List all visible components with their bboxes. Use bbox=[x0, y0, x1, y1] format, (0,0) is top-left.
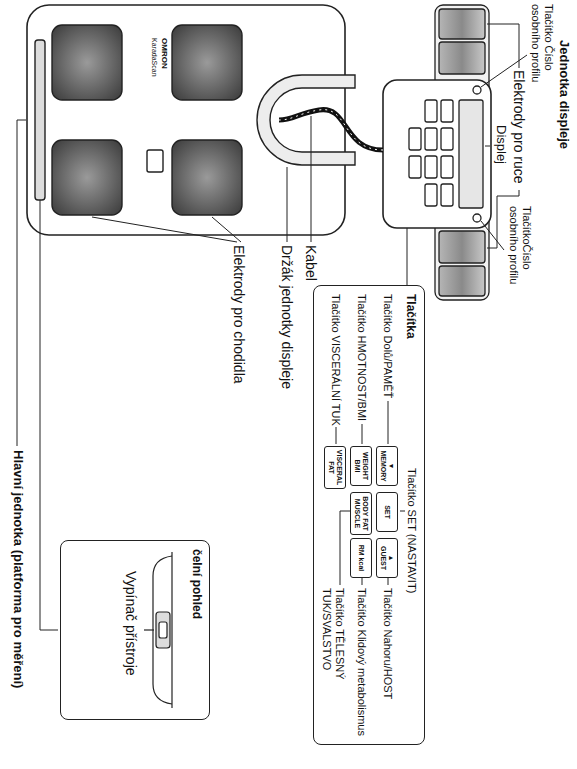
box-text: Tlačítko HMOTNOST/BMI bbox=[355, 294, 368, 421]
button-leader-lines-part bbox=[388, 578, 389, 585]
display-unit-part bbox=[425, 100, 437, 122]
box-heading: Tlačítka bbox=[404, 294, 418, 339]
button-label: VISCERAL bbox=[335, 450, 343, 485]
front-view-sketch bbox=[144, 552, 172, 708]
button-key: ▼MEMORY bbox=[376, 446, 398, 486]
front-view-sketch-part bbox=[156, 612, 170, 648]
platform-part bbox=[172, 25, 242, 100]
part-label: Displej bbox=[493, 125, 509, 164]
box-text: Tlačítko TĚLESNÝ TUK/SVALSTVO bbox=[320, 588, 346, 698]
front-view-box: čelní pohled Vypínač přístroje bbox=[60, 540, 210, 720]
display-unit-part bbox=[425, 128, 437, 150]
display-unit-part bbox=[409, 128, 421, 150]
platform-part bbox=[52, 25, 122, 100]
part-label: Kabel bbox=[302, 245, 319, 281]
button-label: MEMORY bbox=[379, 450, 387, 481]
button-leader-lines-part bbox=[336, 427, 337, 444]
brand-logo: KaradaScan bbox=[150, 38, 158, 77]
button-leader-lines-part bbox=[400, 511, 405, 512]
button-label: GUEST bbox=[379, 546, 387, 570]
display-unit-part bbox=[459, 100, 483, 208]
button-leader-lines-part bbox=[362, 578, 363, 585]
box-text: Tlačítko SET (NASTAVIT) bbox=[405, 468, 418, 593]
cable bbox=[279, 110, 383, 150]
display-unit-part bbox=[439, 266, 485, 296]
display-unit-part bbox=[473, 214, 481, 222]
cable-part bbox=[279, 110, 383, 150]
platform-part bbox=[147, 150, 163, 172]
box-text: Tlačítko VISCERÁLNÍ TUK bbox=[329, 294, 342, 426]
leader-lines-part bbox=[17, 120, 26, 446]
button-key: WEIGHTBMI bbox=[350, 446, 372, 486]
box-text: Vypínač přístroje bbox=[122, 571, 139, 676]
front-view-sketch-part bbox=[159, 622, 167, 638]
button-label: BODY FAT bbox=[361, 496, 369, 531]
part-label: Tlačítko Číslo osobního profilu bbox=[529, 4, 555, 96]
button-key: VISCERALFAT bbox=[324, 446, 346, 489]
display-unit-part bbox=[383, 80, 491, 228]
display-unit-part bbox=[441, 100, 453, 122]
display-unit bbox=[383, 5, 491, 300]
display-unit-part bbox=[439, 231, 485, 263]
platform-part bbox=[27, 5, 345, 235]
leader-lines-part bbox=[40, 200, 58, 630]
button-key: SET bbox=[376, 492, 398, 532]
part-label: Elektrody pro ruce bbox=[510, 70, 527, 184]
leader-lines-part bbox=[287, 167, 288, 242]
cable-part bbox=[279, 110, 383, 150]
platform-part bbox=[172, 140, 242, 215]
button-label: RM kcal bbox=[357, 545, 365, 571]
button-leader-lines-part bbox=[340, 511, 350, 585]
platform bbox=[27, 5, 355, 235]
leader-lines-part bbox=[487, 24, 519, 68]
button-label: BMI bbox=[353, 460, 361, 473]
button-label: ▲ bbox=[387, 555, 395, 562]
display-unit-part bbox=[409, 156, 421, 178]
front-view-sketch-part bbox=[153, 556, 172, 704]
display-unit-part bbox=[441, 184, 453, 206]
button-label: WEIGHT bbox=[361, 452, 369, 480]
button-label: SET bbox=[383, 505, 391, 519]
box-text: Tlačítko Dolů/PAMĚŤ bbox=[381, 294, 394, 398]
box-text: Tlačítko Klidový metabolismus bbox=[355, 588, 368, 736]
unit-title: Hlavní jednotka (platforma pro měření) bbox=[10, 450, 26, 688]
part-label: Držák jednotky displeje bbox=[278, 245, 295, 389]
button-leader-lines bbox=[336, 401, 405, 585]
buttons-panel: TlačítkaTlačítko SET (NASTAVIT) Tlačítko … bbox=[313, 285, 425, 745]
display-unit-part bbox=[425, 156, 437, 178]
display-unit-part bbox=[473, 86, 481, 94]
front-view-sketch-part bbox=[144, 629, 154, 630]
display-unit-part bbox=[439, 9, 485, 39]
display-unit-part bbox=[439, 42, 485, 74]
unit-title: Jednotka displeje bbox=[556, 40, 572, 149]
leader-lines-part bbox=[481, 221, 504, 250]
button-leader-lines-part bbox=[362, 424, 363, 444]
platform-part bbox=[35, 40, 45, 200]
display-unit-part bbox=[425, 184, 437, 206]
leader-lines-part bbox=[92, 217, 237, 242]
leader-lines-part bbox=[485, 146, 490, 147]
button-label: MUSCLE bbox=[353, 499, 361, 529]
leader-lines-part bbox=[311, 116, 312, 242]
display-unit-part bbox=[441, 128, 453, 150]
box-text: Tlačítko Nahoru/HOST bbox=[381, 588, 394, 699]
button-key: BODY FATMUSCLE bbox=[350, 492, 372, 535]
platform-part bbox=[52, 140, 122, 215]
display-unit-part bbox=[441, 156, 453, 178]
part-label: Elektrody pro chodidla bbox=[230, 245, 247, 384]
leader-lines-part bbox=[407, 228, 408, 285]
part-label: TlačítkoČíslo osobního profilu bbox=[507, 206, 533, 298]
button-label: ▼ bbox=[387, 463, 395, 470]
button-key: RM kcal bbox=[350, 538, 372, 578]
box-heading: čelní pohled bbox=[190, 549, 204, 619]
button-leader-lines-part bbox=[388, 401, 389, 444]
brand-logo: OMRON bbox=[159, 38, 169, 69]
button-key: ▲GUEST bbox=[376, 538, 398, 578]
button-label: FAT bbox=[327, 461, 335, 474]
front-view-sketch-part bbox=[171, 552, 172, 708]
